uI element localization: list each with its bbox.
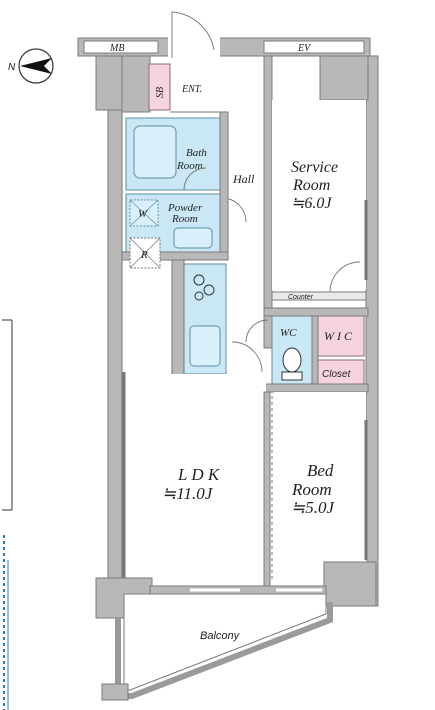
service-room-area: ≒6.0J [291, 195, 332, 212]
right-corner-block [319, 55, 369, 101]
stove-burner-icon [193, 274, 205, 286]
bed-room-label-2: Room [291, 480, 332, 499]
fridge-label: R [140, 249, 148, 261]
wc-wall-mid [311, 315, 319, 385]
powder-room-label-1: Powder [167, 202, 203, 214]
hall-right-wall [263, 55, 273, 349]
bath-room-label-2: Room [176, 160, 203, 172]
service-room-label-1: Service [291, 159, 338, 176]
washer-cross-2 [129, 199, 159, 227]
balcony-post [101, 683, 129, 701]
entry-wall-block [121, 55, 151, 113]
stove-burner-icon [203, 284, 215, 296]
closet-label: Closet [322, 369, 352, 380]
wc-door-swing [245, 319, 269, 343]
balcony[interactable] [123, 593, 327, 691]
ev-box [263, 40, 365, 54]
wic-label: W I C [324, 329, 353, 343]
stove-burner-icon [194, 291, 204, 301]
left-corner-block [95, 55, 125, 111]
left-outer-wall [107, 55, 123, 587]
sb-closet [148, 63, 171, 111]
balcony-label: Balcony [200, 630, 241, 642]
hall-label: Hall [232, 172, 255, 186]
washer-label: W [138, 208, 148, 220]
bath-door-swing [183, 167, 207, 191]
sink-icon [173, 227, 213, 249]
ldk-room[interactable] [124, 374, 266, 582]
sb-label: SB [155, 87, 166, 98]
service-door-swing [329, 261, 361, 293]
fridge-cross-2 [129, 237, 161, 269]
kitchen-sink-icon [189, 325, 221, 367]
service-room-label-2: Room [292, 177, 330, 194]
bath-room-label-1: Bath [186, 147, 207, 159]
entrance-label: ENT. [181, 84, 202, 95]
mb-box [83, 40, 159, 54]
balcony-railing [115, 602, 333, 699]
wc-label: WC [280, 327, 297, 339]
mb-label: MB [109, 43, 124, 54]
hall-left-wall [219, 111, 229, 261]
wic-room[interactable] [317, 315, 365, 357]
toilet-tank-icon [281, 371, 303, 381]
compass: N [8, 48, 54, 84]
wc-wall-top [263, 307, 369, 317]
blue-edge-artifact [3, 535, 9, 710]
ldk-bed-wall [263, 391, 271, 587]
right-outer-wall [365, 55, 379, 607]
ldk-area: ≒11.0J [162, 484, 214, 503]
bed-room-area: ≒5.0J [291, 498, 336, 517]
wc-wall-bottom [263, 383, 369, 393]
compass-north-label: N [8, 62, 16, 73]
compass-needle-icon [20, 58, 52, 74]
entrance-door-swing [171, 11, 215, 58]
bathtub-icon [133, 125, 177, 179]
service-room[interactable] [272, 100, 366, 290]
counter-label: Counter [288, 294, 314, 301]
powder-room-label-2: Room [171, 213, 198, 225]
entrance-opening [168, 36, 220, 58]
ldk-label: L D K [177, 465, 221, 484]
bed-room-label-1: Bed [307, 461, 334, 480]
bed-corner-block [323, 561, 377, 607]
ldk-door-swing [231, 341, 263, 373]
bed-room[interactable] [274, 392, 366, 582]
counter-strip [271, 291, 367, 301]
toilet-bowl-icon [282, 347, 302, 373]
ev-label: EV [297, 43, 312, 54]
kitchen-back-wall [171, 259, 185, 377]
